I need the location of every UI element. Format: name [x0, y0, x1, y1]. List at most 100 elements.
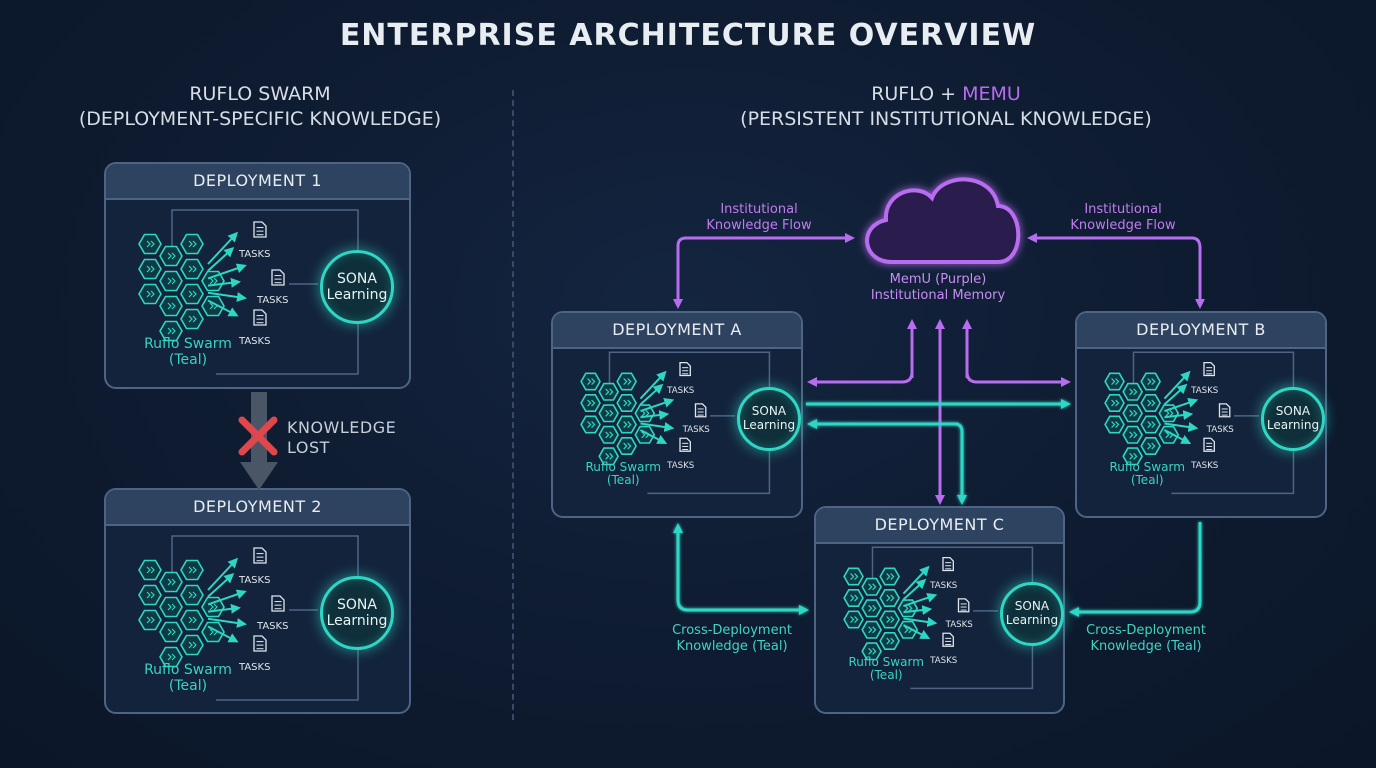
swarm-hex-glyph [167, 252, 176, 260]
task-label: TASKS [1191, 460, 1219, 471]
sona-label-line1: SONA [1014, 599, 1050, 614]
teal-flow-bottom-right [1069, 522, 1202, 617]
swarm-hex-glyph [209, 277, 218, 285]
right-title-line2: (PERSISTENT INSTITUTIONAL KNOWLEDGE) [740, 108, 1152, 130]
swarm-hex-glyph [188, 315, 197, 323]
task-doc-icon [942, 556, 954, 572]
swarm-hex-glyph [868, 647, 877, 655]
swarm-hex-glyph [1129, 452, 1138, 460]
task-doc-icon [942, 632, 954, 647]
task-arrow [207, 263, 247, 280]
task-arrow [207, 231, 239, 265]
task-arrow [903, 617, 938, 627]
swarm-hex-glyph [1147, 378, 1156, 385]
swarm-label-line2: (Teal) [1130, 473, 1164, 488]
sona-label-line1: SONA [1275, 404, 1311, 419]
task-arrow [640, 397, 675, 413]
task-arrow [902, 565, 930, 595]
page-title: ENTERPRISE ARCHITECTURE OVERVIEW [339, 18, 1037, 53]
swarm-hex-glyph [587, 421, 596, 428]
sona-label-line1: SONA [751, 404, 787, 419]
purple-flow-top-left [673, 233, 855, 309]
swarm-label-line1: Ruflo Swarm [848, 654, 924, 669]
task-label: TASKS [682, 425, 710, 436]
swarm-hex-glyph [1111, 399, 1120, 407]
sona-label-line2: Learning [326, 287, 388, 303]
swarm-hex-glyph [850, 594, 859, 602]
swarm-hex-glyph [886, 637, 895, 645]
swarm-hex-glyph [868, 583, 877, 591]
task-arrow [207, 603, 241, 614]
sona-label-line2: Learning [326, 613, 388, 629]
flow-label-left-line2: Knowledge Flow [706, 218, 812, 233]
cross-label-left-line1: Cross-Deployment [672, 623, 792, 638]
sona-label-line2: Learning [1266, 417, 1320, 432]
task-arrow [639, 370, 667, 400]
deployment-art [138, 209, 1295, 701]
swarm-hex-glyph [188, 240, 197, 248]
swarm-hex-glyph [868, 626, 877, 634]
swarm-label-line2: (Teal) [168, 678, 208, 694]
purple-flow-top-right [1027, 233, 1205, 309]
memu-cloud-icon [865, 177, 1021, 264]
memu-label: MemU (Purple) Institutional Memory [858, 272, 1018, 304]
swarm-hex-glyph [146, 265, 155, 273]
swarm-hex-glyph [623, 421, 632, 428]
task-doc-icon [253, 547, 267, 564]
lost-x-icon [238, 416, 278, 456]
swarm-label-line2: (Teal) [168, 352, 208, 368]
right-title-line1: RUFLO + MEMU [646, 82, 1246, 107]
deployment-a-title: DEPLOYMENT A [553, 313, 801, 349]
swarm-hex-glyph [146, 591, 155, 599]
swarm-hex-glyph [605, 409, 614, 417]
swarm-hex-glyph [146, 566, 155, 574]
deployment-da-art [580, 351, 771, 495]
task-label: TASKS [239, 249, 271, 260]
loop-line-bottom [216, 640, 359, 701]
swarm-hex-glyph [1111, 421, 1120, 428]
swarm-label-line1: Ruflo Swarm [144, 336, 232, 352]
deployment-db-art [1104, 351, 1295, 495]
swarm-hex-glyph [605, 452, 614, 460]
swarm-hex-glyph [850, 616, 859, 623]
swarm-hex-glyph [1147, 399, 1156, 407]
task-label: TASKS [667, 385, 695, 396]
swarm-hex-glyph [886, 573, 895, 580]
swarm-hex-glyph [886, 594, 895, 602]
task-doc-icon [253, 635, 267, 652]
swarm-hex-glyph [188, 265, 197, 273]
swarm-hex-glyph [1147, 421, 1156, 428]
loop-line-bottom [1171, 441, 1295, 495]
swarm-hex-glyph [167, 628, 176, 636]
knowledge-lost-label: KNOWLEDGE LOST [287, 418, 396, 458]
swarm-hex-glyph [167, 653, 176, 661]
swarm-hex-glyph [1129, 388, 1138, 396]
task-arrow [1164, 422, 1199, 432]
swarm-hex-glyph [623, 399, 632, 407]
task-arrow [207, 589, 247, 606]
task-arrow [207, 291, 247, 302]
swarm-label: Ruflo Swarm(Teal) [1096, 459, 1199, 489]
swarm-hex-glyph [167, 327, 176, 335]
swarm-hex-glyph [209, 603, 218, 611]
task-doc-icon [694, 403, 707, 418]
swarm-hex-glyph [1147, 442, 1156, 450]
deployment-1-title: DEPLOYMENT 1 [106, 164, 409, 200]
swarm-hex-glyph [886, 616, 895, 623]
task-arrow [639, 383, 664, 406]
task-arrow [1164, 410, 1194, 420]
swarm-label-line1: Ruflo Swarm [1109, 459, 1185, 474]
task-label: TASKS [1206, 425, 1234, 436]
task-arrow [1163, 429, 1192, 444]
knowledge-lost-line2: LOST [287, 438, 330, 457]
deployment-2-title: DEPLOYMENT 2 [106, 490, 409, 526]
task-arrow [640, 422, 675, 432]
task-arrow [903, 592, 938, 608]
task-doc-icon [679, 361, 691, 377]
swarm-hex-glyph [850, 573, 859, 580]
swarm-label: Ruflo Swarm(Teal) [835, 654, 938, 684]
